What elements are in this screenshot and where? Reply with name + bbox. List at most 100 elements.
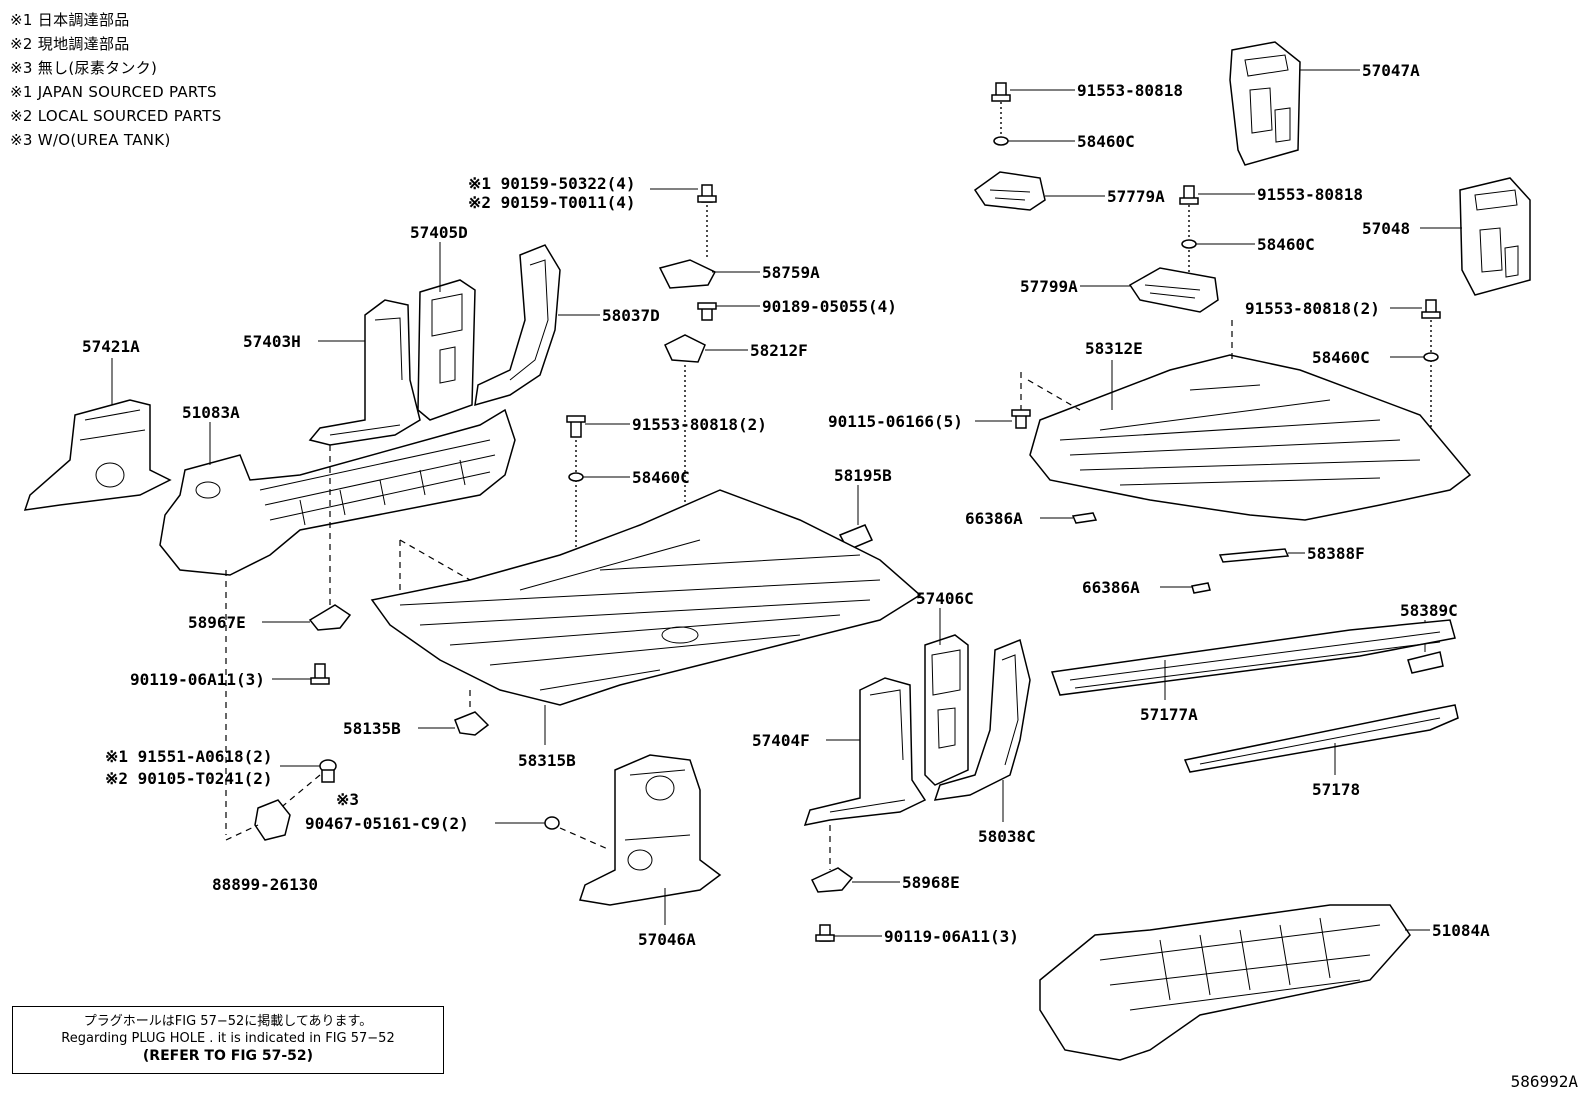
part-57046A[interactable]	[579, 754, 722, 906]
part-58315B[interactable]	[370, 489, 922, 706]
label-88899[interactable]: 88899-26130	[212, 875, 318, 894]
part-58135B[interactable]	[454, 711, 490, 736]
washer-58460C-a[interactable]	[993, 136, 1009, 146]
label-66386A-a[interactable]: 66386A	[965, 509, 1023, 528]
part-58968E[interactable]	[810, 867, 854, 893]
bolt-91553-c[interactable]	[1421, 299, 1441, 319]
label-57403H[interactable]: 57403H	[243, 332, 301, 351]
bolt-90119-b[interactable]	[815, 924, 835, 942]
label-57406C[interactable]: 57406C	[916, 589, 974, 608]
label-90189[interactable]: 90189-05055(4)	[762, 297, 897, 316]
washer-58460C-c[interactable]	[1423, 352, 1439, 362]
label-58460C-c[interactable]: 58460C	[1312, 348, 1370, 367]
part-51083A[interactable]	[159, 408, 516, 576]
label-91551[interactable]: ※1 91551-A0618(2)	[105, 747, 273, 766]
label-90159-1[interactable]: ※1 90159-50322(4)	[468, 174, 636, 193]
label-58195B[interactable]: 58195B	[834, 466, 892, 485]
label-58967E[interactable]: 58967E	[188, 613, 246, 632]
label-3note[interactable]: ※3	[336, 790, 359, 809]
note-5: ※2 LOCAL SOURCED PARTS	[10, 107, 222, 125]
label-58037D[interactable]: 58037D	[602, 306, 660, 325]
label-57405D[interactable]: 57405D	[410, 223, 468, 242]
part-57406C[interactable]	[924, 634, 969, 786]
part-57779A[interactable]	[973, 171, 1046, 211]
washer-58460C-b[interactable]	[1181, 239, 1197, 249]
label-58388F[interactable]: 58388F	[1307, 544, 1365, 563]
label-91553-a[interactable]: 91553-80818	[1077, 81, 1183, 100]
part-88899[interactable]	[254, 799, 291, 841]
bolt-91553-b[interactable]	[1179, 185, 1199, 205]
bolt-90119-a[interactable]	[310, 663, 330, 685]
label-58135B[interactable]: 58135B	[343, 719, 401, 738]
part-58388F[interactable]	[1218, 548, 1290, 563]
note-1: ※1 日本調達部品	[10, 11, 130, 29]
label-91553-d[interactable]: 91553-80818(2)	[632, 415, 767, 434]
bolt-91553-a[interactable]	[991, 82, 1011, 102]
plug-hole-note: プラグホールはFIG 57−52に掲載してあります。 Regarding PLU…	[12, 1006, 444, 1074]
label-58460C-a[interactable]: 58460C	[1077, 132, 1135, 151]
bolt-90115[interactable]	[1011, 409, 1031, 429]
label-58460C-d[interactable]: 58460C	[632, 468, 690, 487]
bolt-91553-d[interactable]	[566, 415, 586, 438]
label-90105[interactable]: ※2 90105-T0241(2)	[105, 769, 273, 788]
label-91553-c[interactable]: 91553-80818(2)	[1245, 299, 1380, 318]
label-57178[interactable]: 57178	[1312, 780, 1360, 799]
part-58038C[interactable]	[933, 638, 1031, 801]
label-91553-b[interactable]: 91553-80818	[1257, 185, 1363, 204]
label-51083A[interactable]: 51083A	[182, 403, 240, 422]
part-58389C[interactable]	[1407, 651, 1444, 674]
part-58037D[interactable]	[474, 244, 561, 407]
label-58389C[interactable]: 58389C	[1400, 601, 1458, 620]
part-57799A[interactable]	[1128, 267, 1219, 313]
part-57178[interactable]	[1183, 704, 1459, 773]
label-58312E[interactable]: 58312E	[1085, 339, 1143, 358]
label-57046A[interactable]: 57046A	[638, 930, 696, 949]
label-58212F[interactable]: 58212F	[750, 341, 808, 360]
label-58460C-b[interactable]: 58460C	[1257, 235, 1315, 254]
label-90467[interactable]: 90467-05161-C9(2)	[305, 814, 469, 833]
label-58315B[interactable]: 58315B	[518, 751, 576, 770]
part-57177A[interactable]	[1050, 619, 1456, 696]
bolt-90159[interactable]	[697, 184, 717, 203]
figure-code: 586992A	[1510, 1072, 1578, 1091]
note-3: ※3 無し(尿素タンク)	[10, 59, 158, 77]
label-57047A[interactable]: 57047A	[1362, 61, 1420, 80]
label-57177A[interactable]: 57177A	[1140, 705, 1198, 724]
part-58967E[interactable]	[308, 604, 352, 631]
label-57799A[interactable]: 57799A	[1020, 277, 1078, 296]
washer-58460C-d[interactable]	[568, 472, 584, 482]
clip-90467[interactable]	[544, 816, 560, 830]
label-51084A[interactable]: 51084A	[1432, 921, 1490, 940]
plug-note-ref: (REFER TO FIG 57-52)	[142, 1048, 314, 1064]
label-90119-b[interactable]: 90119-06A11(3)	[884, 927, 1019, 946]
label-57779A[interactable]: 57779A	[1107, 187, 1165, 206]
note-6: ※3 W/O(UREA TANK)	[10, 131, 171, 149]
part-57403H[interactable]	[308, 299, 421, 446]
part-58312E[interactable]	[1029, 354, 1472, 521]
label-58759A[interactable]: 58759A	[762, 263, 820, 282]
label-57421A[interactable]: 57421A	[82, 337, 140, 356]
bolt-91551[interactable]	[319, 759, 337, 783]
label-66386A-b[interactable]: 66386A	[1082, 578, 1140, 597]
bolt-90189[interactable]	[697, 302, 717, 321]
part-57047A[interactable]	[1229, 41, 1301, 166]
clip-66386A-b[interactable]	[1191, 582, 1211, 594]
part-58759A[interactable]	[658, 259, 717, 289]
clip-66386A-a[interactable]	[1071, 512, 1098, 524]
part-57048[interactable]	[1459, 177, 1531, 296]
part-57421A[interactable]	[23, 399, 172, 511]
label-57048[interactable]: 57048	[1362, 219, 1410, 238]
plug-note-en: Regarding PLUG HOLE . it is indicated in…	[61, 1031, 395, 1046]
label-57404F[interactable]: 57404F	[752, 731, 810, 750]
part-58212F[interactable]	[664, 334, 706, 363]
part-57405D[interactable]	[417, 279, 476, 421]
part-51084A[interactable]	[1039, 904, 1411, 1061]
note-2: ※2 現地調達部品	[10, 35, 130, 53]
label-58968E[interactable]: 58968E	[902, 873, 960, 892]
label-90115[interactable]: 90115-06166(5)	[828, 412, 963, 431]
label-58038C[interactable]: 58038C	[978, 827, 1036, 846]
label-90119-a[interactable]: 90119-06A11(3)	[130, 670, 265, 689]
part-57404F[interactable]	[803, 677, 927, 826]
label-90159-2[interactable]: ※2 90159-T0011(4)	[468, 193, 636, 212]
